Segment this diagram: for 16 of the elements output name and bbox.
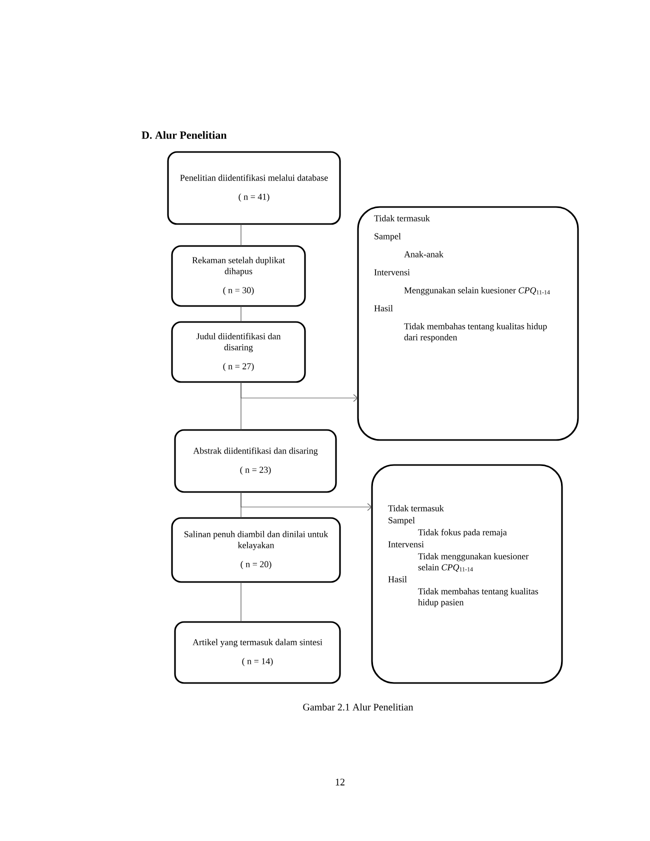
process-box: Rekaman setelah duplikat dihapus ( n = 30): [171, 245, 306, 307]
process-box: Judul diidentifikasi dan disaring ( n = 27): [171, 321, 306, 383]
process-box: Artikel yang termasuk dalam sintesi ( n = 14): [174, 621, 341, 684]
connector-line: [240, 582, 242, 622]
figure-caption: Gambar 2.1 Alur Penelitian: [303, 703, 414, 711]
arrow: [240, 492, 372, 511]
arrow: [240, 382, 358, 402]
process-box: Penelitian diidentifikasi melalui database ( n = 41): [167, 151, 341, 225]
process-box: Salinan penuh diambil dan dinilai untuk kelayakan ( n = 20): [171, 517, 341, 583]
section-heading: D. Alur Penelitian: [142, 131, 227, 139]
process-box: Abstrak diidentifikasi dan disaring ( n = 23): [174, 429, 337, 493]
connector-line: [240, 224, 242, 246]
exclusion-box: Tidak termasuk Sampel Anak-anak Intervensi Menggunakan selain kuesioner CPQ$_{11-14}$ Hasil Tidak membahas tentang kualitas hidup dari responden: [357, 206, 579, 441]
connector-line: [240, 306, 242, 322]
page-number: 12: [336, 778, 344, 786]
exclusion-box: Tidak termasuk Sampel Tidak fokus pada remaja Intervensi Tidak menggunakan kuesioner selain CPQ$_{11-14}$ Hasil Tidak membahas tentang kualitas hidup pasien: [371, 464, 563, 684]
